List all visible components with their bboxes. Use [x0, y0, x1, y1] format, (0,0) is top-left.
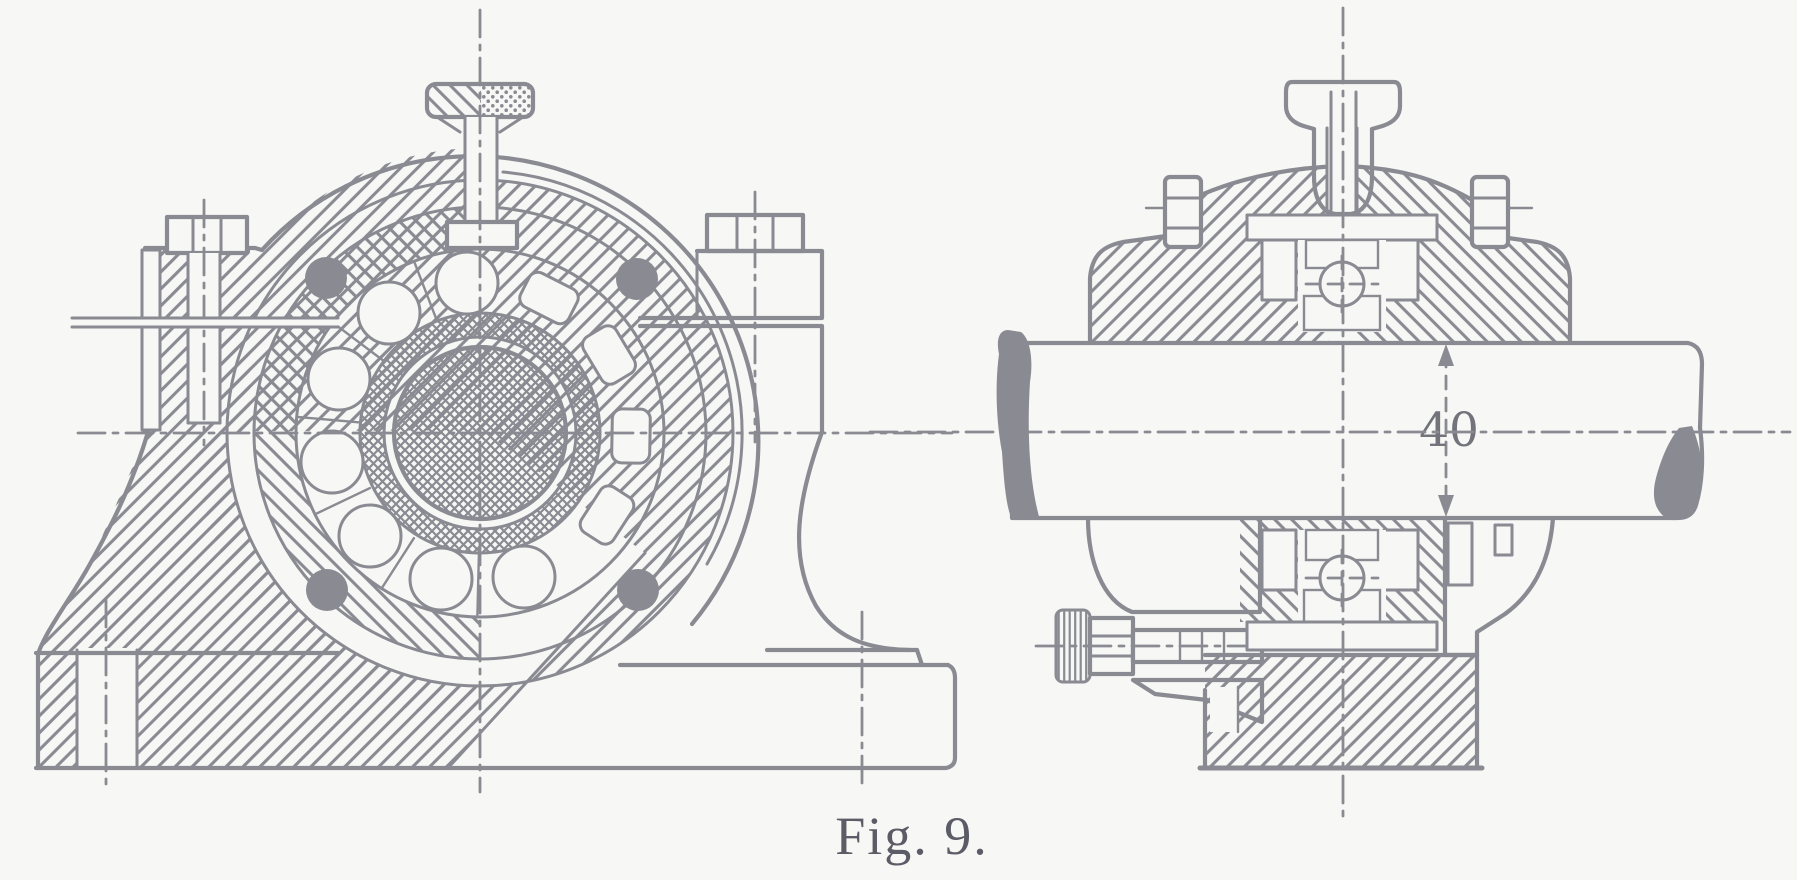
front-bearing-cage-bars	[297, 262, 481, 617]
side-base	[1197, 652, 1485, 771]
side-cap-bolt-right	[1469, 174, 1534, 250]
cap-bolt-right	[637, 190, 825, 444]
front-bearing-cage-windows	[518, 270, 652, 546]
dimension-40: 40	[1419, 344, 1479, 517]
grease-cup-front	[424, 81, 536, 251]
shaft-break-right	[1653, 426, 1702, 521]
front-base	[33, 598, 958, 790]
dimension-arrow-up	[1438, 344, 1454, 366]
side-view: 40	[868, 6, 1792, 824]
front-view	[33, 8, 958, 794]
front-bearing-balls	[299, 250, 557, 612]
front-centerlines	[76, 8, 954, 794]
dimension-40-label: 40	[1419, 403, 1479, 458]
housing-split-joint	[70, 316, 340, 329]
core-hole-dots	[305, 257, 659, 611]
side-shaft	[996, 330, 1705, 521]
side-housing-lower-right	[1442, 515, 1556, 658]
front-housing-section	[35, 148, 913, 771]
side-cap-bolt-left	[1144, 174, 1204, 250]
figure-caption: Fig. 9.	[835, 806, 989, 866]
shaft-break-left	[996, 330, 1040, 520]
cap-bolt-left	[140, 198, 250, 447]
side-centerlines	[868, 6, 1792, 824]
dimension-arrow-down	[1438, 495, 1454, 517]
